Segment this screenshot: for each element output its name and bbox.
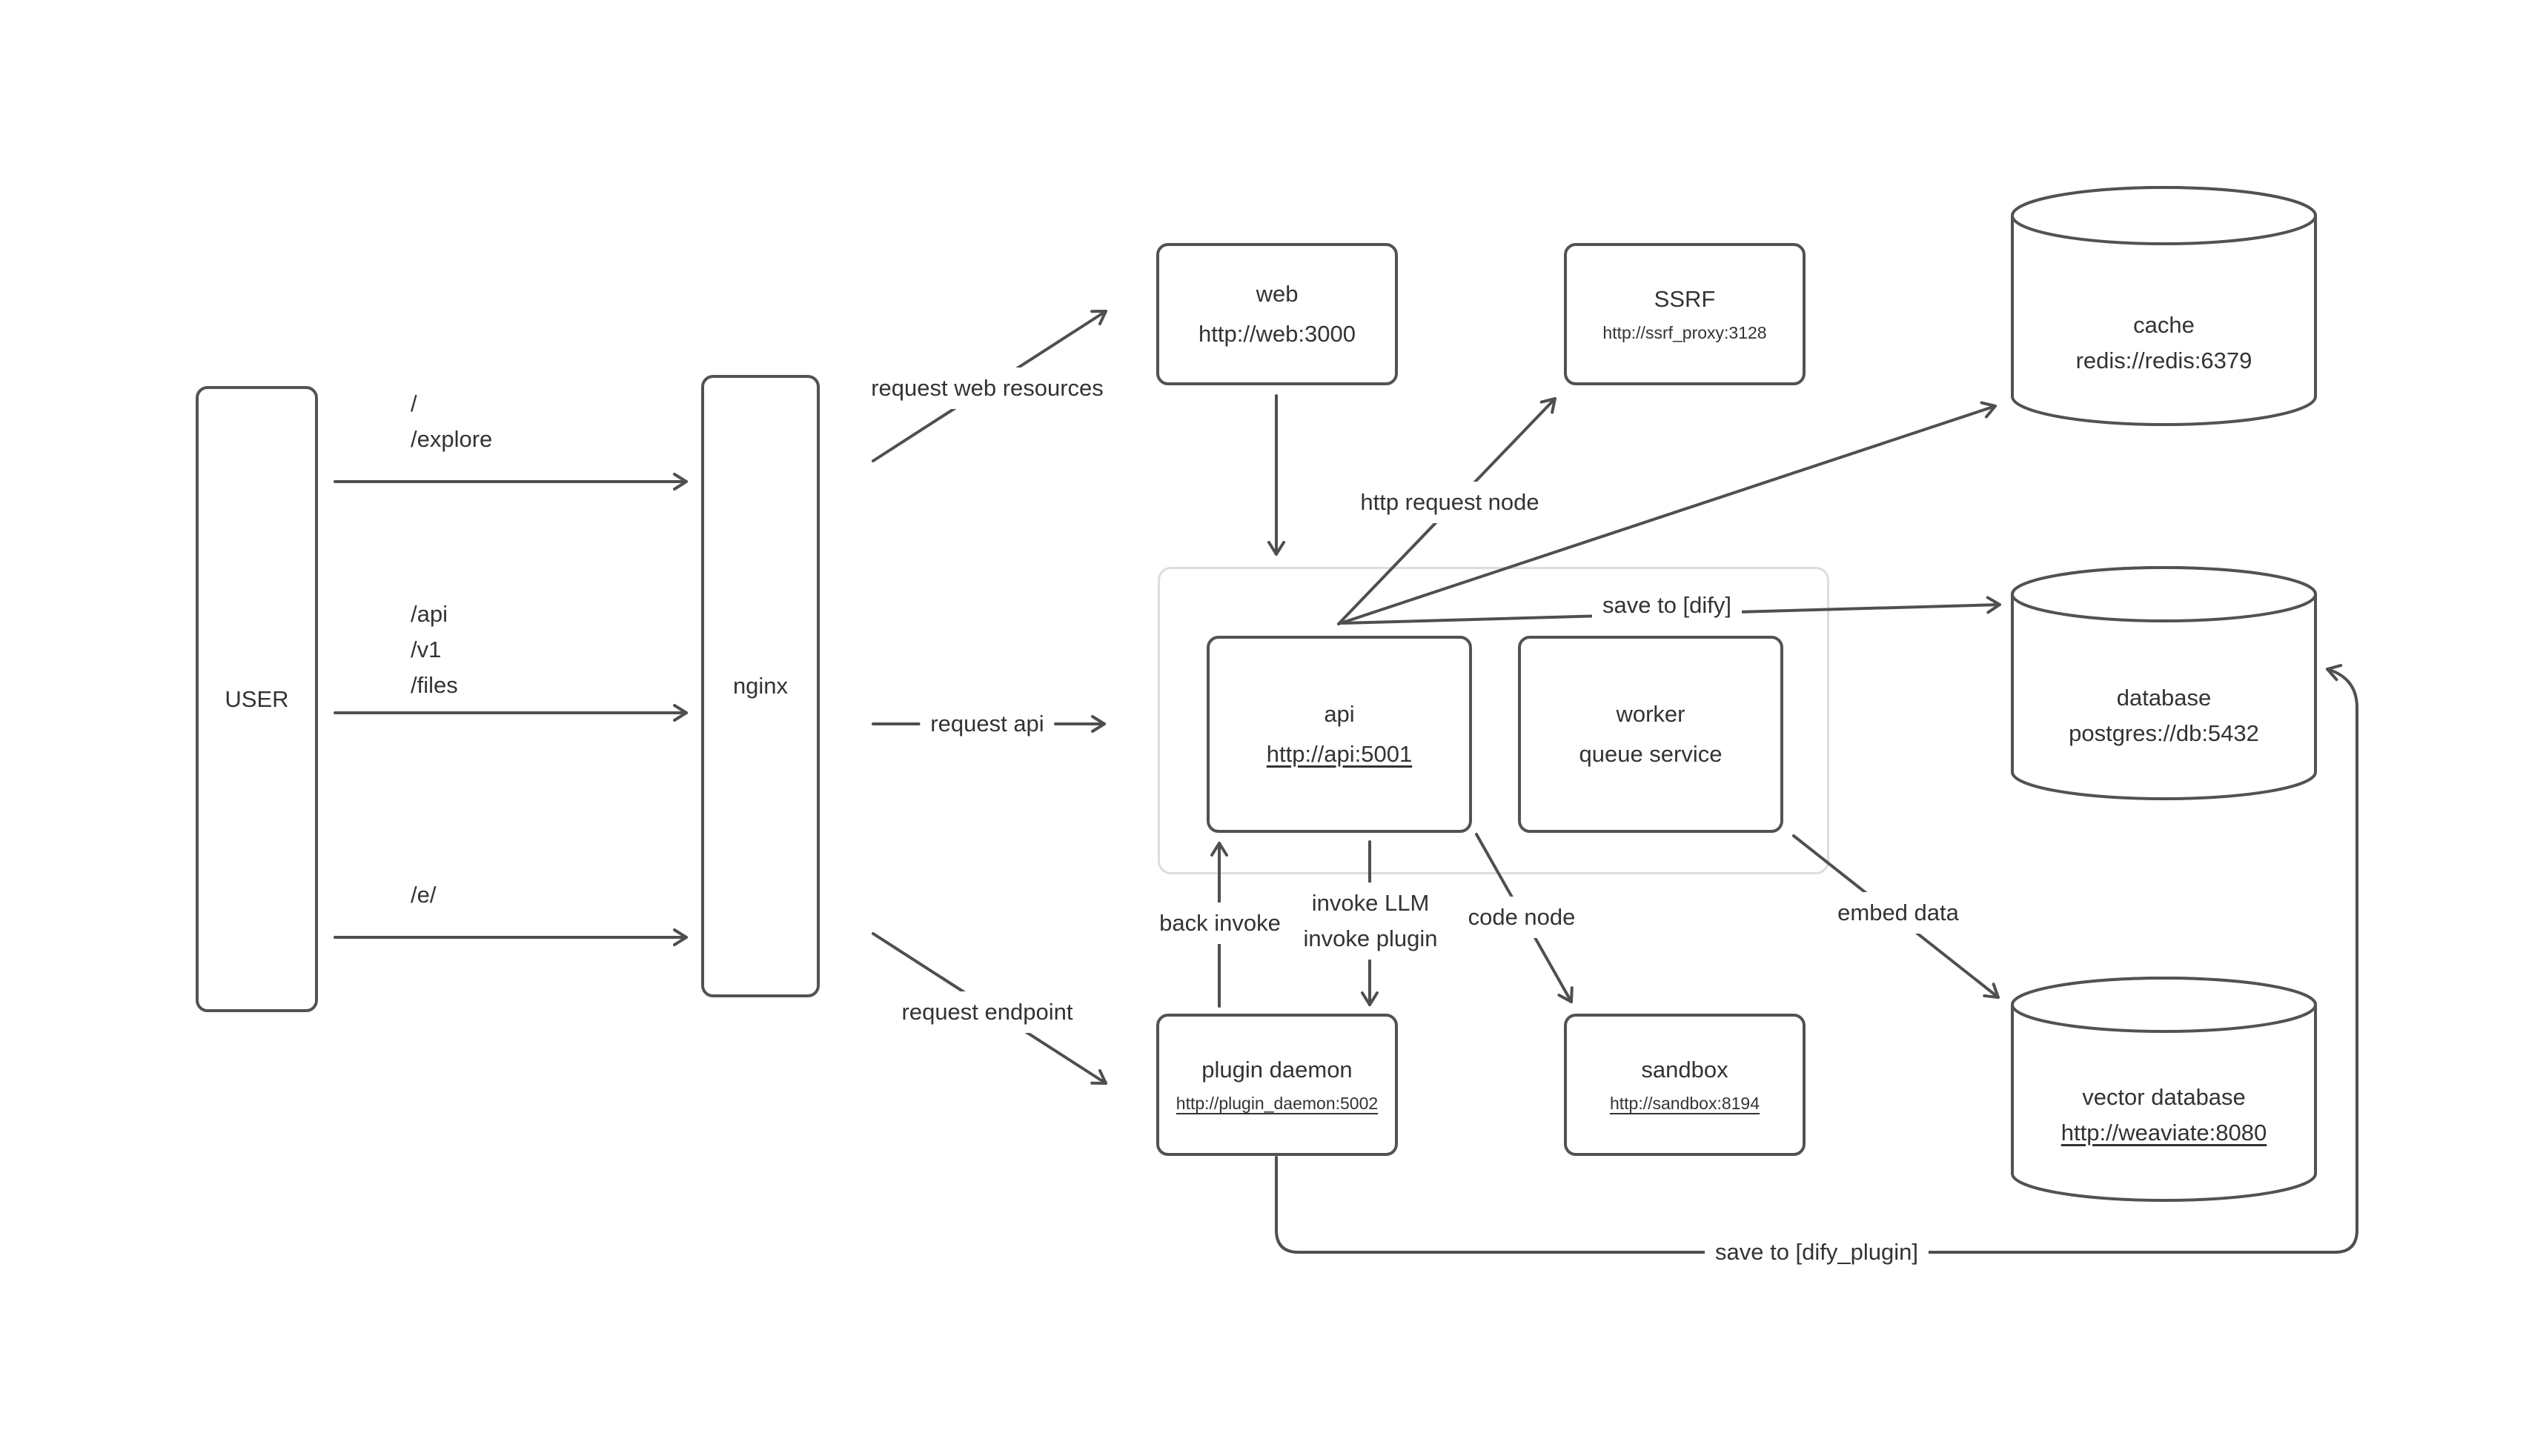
api-worker-group [1158,567,1829,874]
worker-node: worker queue service [1518,636,1783,833]
edge-label-invoke-plugin: invoke plugin [1303,925,1438,951]
route-api-line2: /v1 [411,636,442,662]
web-title: web [1256,281,1299,307]
edge-label-request-api: request api [920,703,1055,745]
ssrf-url: http://ssrf_proxy:3128 [1602,322,1767,342]
cache-title: cache [2133,312,2195,338]
web-node: web http://web:3000 [1156,243,1398,385]
route-web-line1: / [411,390,417,416]
route-api-line1: /api [411,601,448,627]
edge-label-code-node: code node [1457,897,1586,938]
vector-database-node-label: vector database http://weaviate:8080 [2012,1080,2315,1151]
sandbox-title: sandbox [1641,1056,1728,1083]
edge-label-back-invoke: back invoke [1149,902,1291,944]
web-url: http://web:3000 [1198,321,1356,347]
route-label-api: /api /v1 /files [411,596,458,703]
edge-label-save-to-dify: save to [dify] [1591,585,1743,626]
edge-api-cache [1337,401,1997,625]
edge-plugin-daemon-database [1275,664,2358,1254]
ssrf-title: SSRF [1654,285,1716,312]
user-label: USER [225,685,289,712]
route-api-line3: /files [411,672,458,698]
plugin-daemon-title: plugin daemon [1201,1056,1353,1083]
vector-database-url: http://weaviate:8080 [2060,1120,2267,1146]
database-node-label: database postgres://db:5432 [2012,680,2315,751]
ssrf-node: SSRF http://ssrf_proxy:3128 [1564,243,1806,385]
edge-label-save-to-dify-plugin: save to [dify_plugin] [1704,1231,1929,1273]
database-url: postgres://db:5432 [2069,720,2259,746]
plugin-daemon-node: plugin daemon http://plugin_daemon:5002 [1156,1014,1398,1156]
edge-label-request-web-resources: request web resources [861,368,1114,409]
api-url: http://api:5001 [1266,741,1413,767]
edge-label-embed-data: embed data [1827,892,1969,934]
worker-subtitle: queue service [1579,741,1723,767]
plugin-daemon-url: http://plugin_daemon:5002 [1176,1093,1379,1113]
edge-label-invoke: invoke LLM invoke plugin [1293,882,1448,960]
api-title: api [1324,701,1355,727]
api-node: api http://api:5001 [1207,636,1472,833]
route-web-line2: /explore [411,426,493,452]
vector-database-cylinder [2011,977,2317,1202]
worker-title: worker [1616,701,1685,727]
edge-label-request-endpoint: request endpoint [891,991,1084,1033]
cache-node-label: cache redis://redis:6379 [2012,308,2315,379]
cache-url: redis://redis:6379 [2075,348,2252,373]
route-label-extension: /e/ [411,877,436,913]
cache-cylinder [2011,186,2317,426]
edge-label-invoke-llm: invoke LLM [1311,890,1430,916]
database-title: database [2116,685,2212,711]
user-node: USER [196,386,318,1012]
vector-database-title: vector database [2082,1084,2246,1110]
route-label-web: / /explore [411,386,492,457]
sandbox-url: http://sandbox:8194 [1609,1093,1760,1113]
nginx-node: nginx [701,375,820,997]
sandbox-node: sandbox http://sandbox:8194 [1564,1014,1806,1156]
database-cylinder [2011,566,2317,800]
edge-label-http-request-node: http request node [1350,482,1550,523]
nginx-label: nginx [732,673,789,699]
route-extension-line1: /e/ [411,882,437,908]
